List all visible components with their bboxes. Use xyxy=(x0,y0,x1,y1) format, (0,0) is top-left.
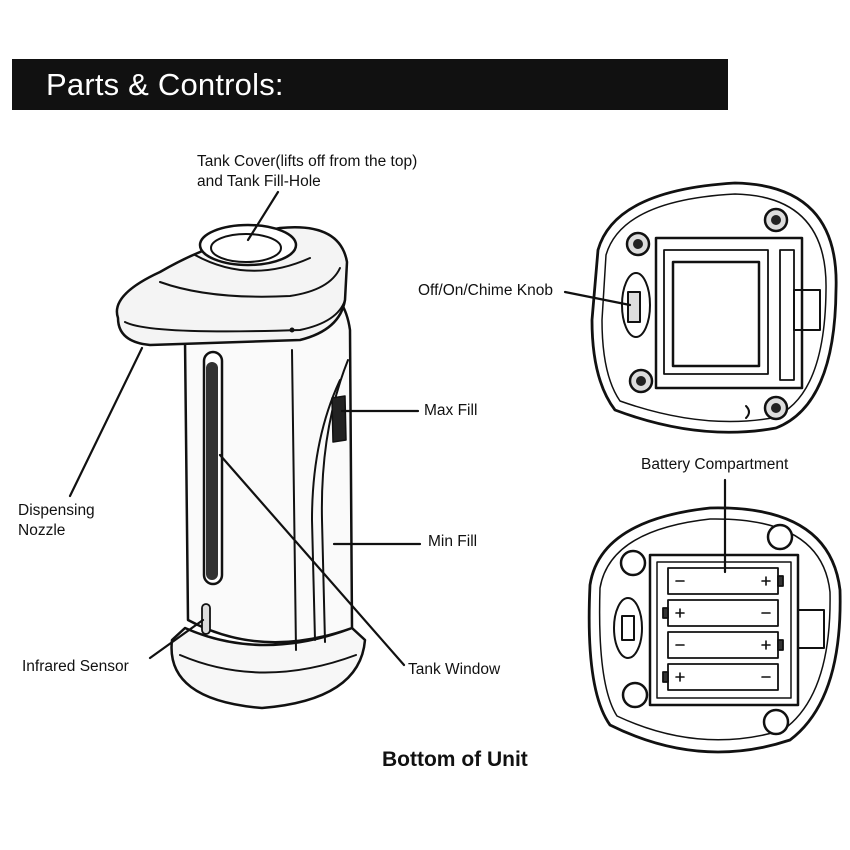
label-max-fill: Max Fill xyxy=(424,402,478,419)
leader-lines xyxy=(68,190,727,667)
leader-knob xyxy=(563,290,632,307)
leader-nozzle xyxy=(68,346,144,498)
label-tank-cover-line2: and Tank Fill-Hole xyxy=(197,173,321,190)
leader-sensor xyxy=(148,618,205,660)
header-bar: Parts & Controls: xyxy=(12,59,728,110)
page-title: Parts & Controls: xyxy=(46,67,284,102)
bottom-view-off-on-knob xyxy=(590,181,838,434)
label-dispensing-nozzle: Dispensing Nozzle xyxy=(18,501,95,541)
label-dispensing-nozzle-line1: Dispensing xyxy=(18,502,95,519)
label-tank-cover-line1: Tank Cover(lifts off from the top) xyxy=(197,153,418,170)
off-on-chime-knob xyxy=(627,291,641,323)
leader-tank-window xyxy=(218,453,406,667)
label-dispensing-nozzle-line2: Nozzle xyxy=(18,522,66,539)
bottom-view-battery-compartment xyxy=(587,506,842,754)
dispenser-head xyxy=(115,226,349,347)
dispenser-illustration xyxy=(115,223,367,710)
label-tank-window: Tank Window xyxy=(408,661,501,678)
infrared-sensor xyxy=(201,603,211,635)
tank-cover xyxy=(198,223,298,267)
label-infrared-sensor: Infrared Sensor xyxy=(22,658,129,675)
caption-bottom-of-unit: Bottom of Unit xyxy=(382,748,528,771)
label-tank-cover: Tank Cover(lifts off from the top) and T… xyxy=(197,152,417,192)
leader-tank-cover xyxy=(246,190,280,242)
label-min-fill: Min Fill xyxy=(428,533,478,550)
label-off-on-chime-knob: Off/On/Chime Knob xyxy=(418,282,553,299)
label-battery-compartment: Battery Compartment xyxy=(641,456,789,473)
dispenser-base xyxy=(170,626,367,710)
